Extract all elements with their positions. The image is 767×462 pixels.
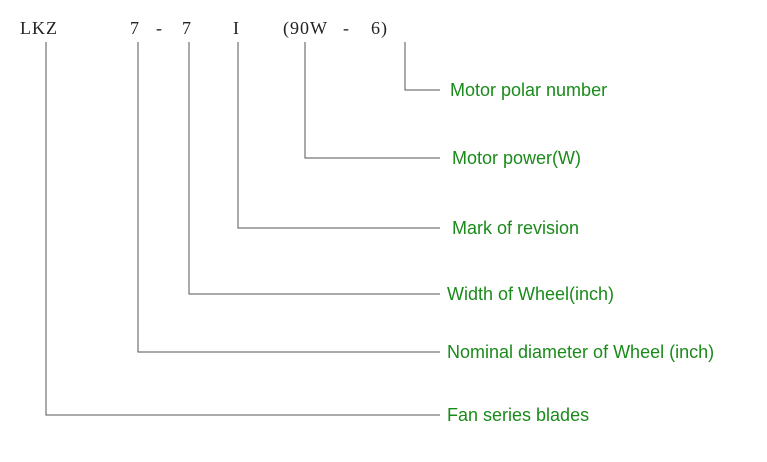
- label-mark-of-revision: Mark of revision: [452, 218, 580, 238]
- code-dash-1: -: [156, 18, 163, 38]
- leader-mark-of-revision: [237, 42, 440, 229]
- leader-nominal-diameter: [137, 42, 440, 353]
- code-power: (90W: [283, 18, 328, 38]
- label-motor-power: Motor power(W): [452, 148, 582, 168]
- leader-motor-power: [304, 42, 440, 159]
- label-fan-series: Fan series blades: [447, 405, 590, 425]
- code-series: LKZ: [20, 18, 58, 38]
- leader-fan-series: [45, 42, 440, 416]
- code-width: 7: [182, 18, 192, 38]
- code-dash-2: -: [343, 18, 350, 38]
- leader-width-of-wheel: [188, 42, 440, 295]
- label-width-of-wheel: Width of Wheel(inch): [447, 284, 615, 304]
- leader-motor-polar-number: [404, 42, 440, 91]
- code-poles: 6): [371, 18, 388, 38]
- code-diameter: 7: [130, 18, 140, 38]
- label-nominal-diameter: Nominal diameter of Wheel (inch): [447, 342, 715, 362]
- code-revision: I: [233, 18, 240, 38]
- label-motor-polar-number: Motor polar number: [450, 80, 608, 100]
